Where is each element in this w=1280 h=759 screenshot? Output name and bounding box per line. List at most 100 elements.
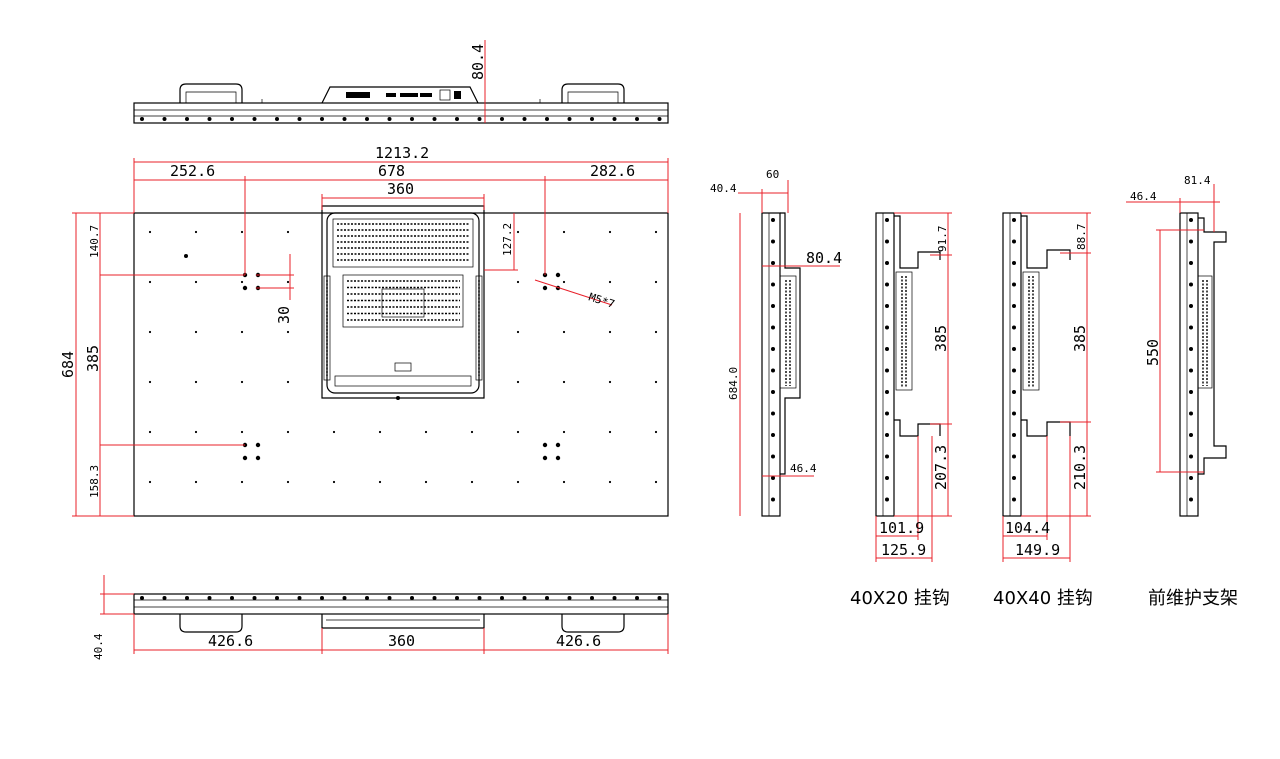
rail-hole [365, 596, 369, 600]
rail-hole [612, 596, 617, 600]
mount-hole [542, 455, 548, 461]
rail-hole [545, 117, 549, 121]
face-dot [286, 430, 290, 434]
side-top-right: 60 [766, 168, 779, 181]
bottom-view: 426.6 360 426.6 40.4 [92, 575, 669, 660]
rail-hole [185, 117, 189, 121]
face-dot [332, 430, 336, 434]
bracket-height: 550 [1144, 339, 1162, 366]
face-dot [148, 230, 152, 234]
side-hole [1189, 282, 1193, 287]
rail-hole [297, 596, 302, 600]
hook1-caption: 40X20 挂钩 [850, 588, 950, 609]
side-hole [1189, 368, 1193, 373]
rail-hole [455, 117, 459, 121]
mount-hole [255, 455, 261, 461]
face-dot [378, 430, 382, 434]
side-hole [1012, 476, 1016, 480]
rail-hole [635, 596, 639, 600]
bracket-caption: 前维护支架 [1148, 588, 1238, 609]
face-dot [286, 230, 290, 234]
face-dot [608, 230, 612, 234]
side-hole [1189, 433, 1193, 437]
face-dot [194, 330, 198, 334]
rail-hole [207, 117, 212, 121]
side-hole [885, 282, 889, 287]
rail-hole [455, 596, 459, 600]
dim-bottom-left: 426.6 [208, 632, 253, 650]
hook-40x20-view: 91.7 385 207.3 101.9 125.9 40X20 挂钩 [850, 212, 952, 609]
face-dot [654, 380, 658, 384]
face-dot [240, 280, 244, 284]
mount-hole [555, 455, 561, 461]
rail-hole [500, 117, 504, 121]
face-dot [654, 280, 658, 284]
rail-hole [162, 596, 167, 600]
face-dot [516, 230, 520, 234]
side-hole [1012, 368, 1016, 373]
side-hole [1012, 454, 1016, 459]
rail-hole [275, 596, 279, 600]
face-dot [194, 280, 198, 284]
face-dot [286, 480, 290, 484]
rail-hole [140, 596, 144, 600]
rail-hole [342, 117, 347, 121]
face-dot [240, 480, 244, 484]
dim-total-width: 1213.2 [375, 144, 429, 162]
bracket-left: 46.4 [1130, 190, 1157, 203]
side-hole [1012, 239, 1016, 244]
mount-hole [542, 285, 548, 291]
side-hole [885, 304, 889, 308]
face-dot [286, 380, 290, 384]
side-view-main: 40.4 60 80.4 684.0 46.4 [710, 168, 842, 517]
side-hole [1012, 411, 1016, 416]
rail-hole [432, 117, 437, 121]
hook2-top: 88.7 [1075, 224, 1088, 251]
face-dot [562, 430, 566, 434]
face-dot [470, 480, 474, 484]
side-hole [1189, 218, 1193, 222]
rail-hole [432, 596, 437, 600]
hook1-width-a: 101.9 [879, 519, 924, 537]
side-hole [1189, 347, 1193, 351]
side-bottom-depth: 46.4 [790, 462, 817, 475]
side-hole [1189, 454, 1193, 459]
rail-hole [387, 596, 392, 600]
mount-hole [542, 442, 548, 448]
dim-bottom-mid: 360 [388, 632, 415, 650]
face-dot [608, 330, 612, 334]
rail-hole [612, 117, 617, 121]
side-hole [885, 411, 889, 416]
top-view: 80.4 [133, 40, 669, 124]
hook-40x40-view: 88.7 385 210.3 104.4 149.9 40X40 挂钩 [993, 212, 1093, 609]
face-dot [562, 380, 566, 384]
rail-hole [185, 596, 189, 600]
face-dot [608, 480, 612, 484]
side-hole [1189, 325, 1193, 330]
face-dot [608, 280, 612, 284]
side-hole [885, 218, 889, 222]
side-hole [1012, 218, 1016, 222]
dim-total-height: 684 [59, 351, 77, 378]
rail-hole [477, 596, 482, 600]
face-dot [654, 230, 658, 234]
side-hole [885, 497, 889, 502]
side-hole [1189, 476, 1193, 480]
dim-top-margin: 140.7 [88, 225, 101, 258]
side-hole [771, 304, 775, 308]
rail-hole [522, 117, 527, 121]
rail-hole [252, 117, 257, 121]
side-hole [771, 325, 775, 330]
dim-left-offset: 252.6 [170, 162, 215, 180]
side-hole [1012, 390, 1016, 394]
rail-hole [657, 596, 662, 600]
side-hole [885, 261, 889, 265]
face-dot [654, 330, 658, 334]
rail-hole [410, 117, 414, 121]
mount-hole [184, 254, 188, 258]
rail-hole [410, 596, 414, 600]
side-hole [771, 368, 775, 373]
hook2-width-b: 149.9 [1015, 541, 1060, 559]
face-dot [286, 330, 290, 334]
